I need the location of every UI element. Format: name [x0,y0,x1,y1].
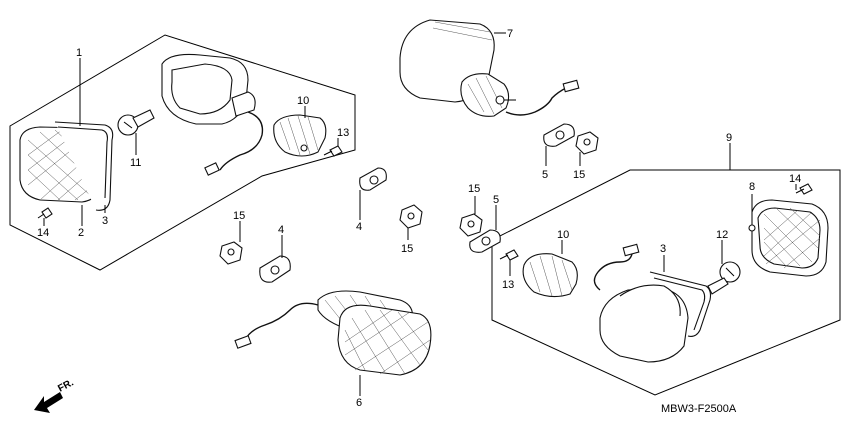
callout-13-right: 13 [502,279,514,291]
callout-1: 1 [76,47,82,59]
callout-3-left: 3 [102,215,108,227]
callout-12: 12 [716,229,728,241]
callout-15-lower-left: 15 [233,210,245,222]
callout-2: 2 [78,227,84,239]
socket-housing-left [161,53,264,176]
front-lens-right [748,199,829,277]
nut-15-top-right [575,131,599,155]
screw-13-left [323,145,343,157]
callout-10-right: 10 [557,229,569,241]
callout-5-right: 5 [493,194,499,206]
bulb-11 [117,109,155,136]
screw-14-right [795,183,813,195]
direction-label: FR. [56,377,76,394]
winker-assembly-6 [234,290,432,376]
callout-10-left: 10 [297,95,309,107]
screw-14-left [37,207,53,219]
group-frame-left [9,34,356,271]
plate-5-top [543,123,575,147]
callout-9: 9 [726,132,732,144]
nut-15-right [459,213,483,237]
plate-5-right [469,229,501,253]
rubber-cover-10-left [273,114,327,157]
screw-13-right [499,249,519,261]
rubber-cover-10-right [522,253,578,298]
nut-15-middle [399,204,423,229]
callout-13-left: 13 [337,127,349,139]
callout-7: 7 [507,28,513,40]
arrow-icon [34,392,63,413]
callout-3-right: 3 [660,243,666,255]
callout-5-top: 5 [542,169,548,181]
callout-14-left: 14 [37,227,49,239]
winker-assembly-7 [399,19,580,117]
winker-housing-right [599,284,689,363]
group-frame-right [491,169,841,396]
callout-4-lower: 4 [278,224,284,236]
plate-4-lower [259,255,291,283]
leader-lines [43,32,797,396]
callout-4-upper: 4 [356,221,362,233]
lens-gasket-left [54,121,114,211]
socket-wire-right [593,243,640,291]
callout-14-right: 14 [789,173,801,185]
diagram-code: MBW3-F2500A [661,403,737,415]
bulb-12 [707,261,741,295]
callout-6: 6 [356,397,362,409]
nut-15-lower-left [219,241,243,265]
callout-8: 8 [749,181,755,193]
callout-11: 11 [130,157,141,169]
callout-15-right: 15 [468,183,480,195]
callout-15-middle: 15 [401,243,413,255]
plate-4-upper [359,167,387,191]
callout-15-top-right: 15 [573,169,585,181]
